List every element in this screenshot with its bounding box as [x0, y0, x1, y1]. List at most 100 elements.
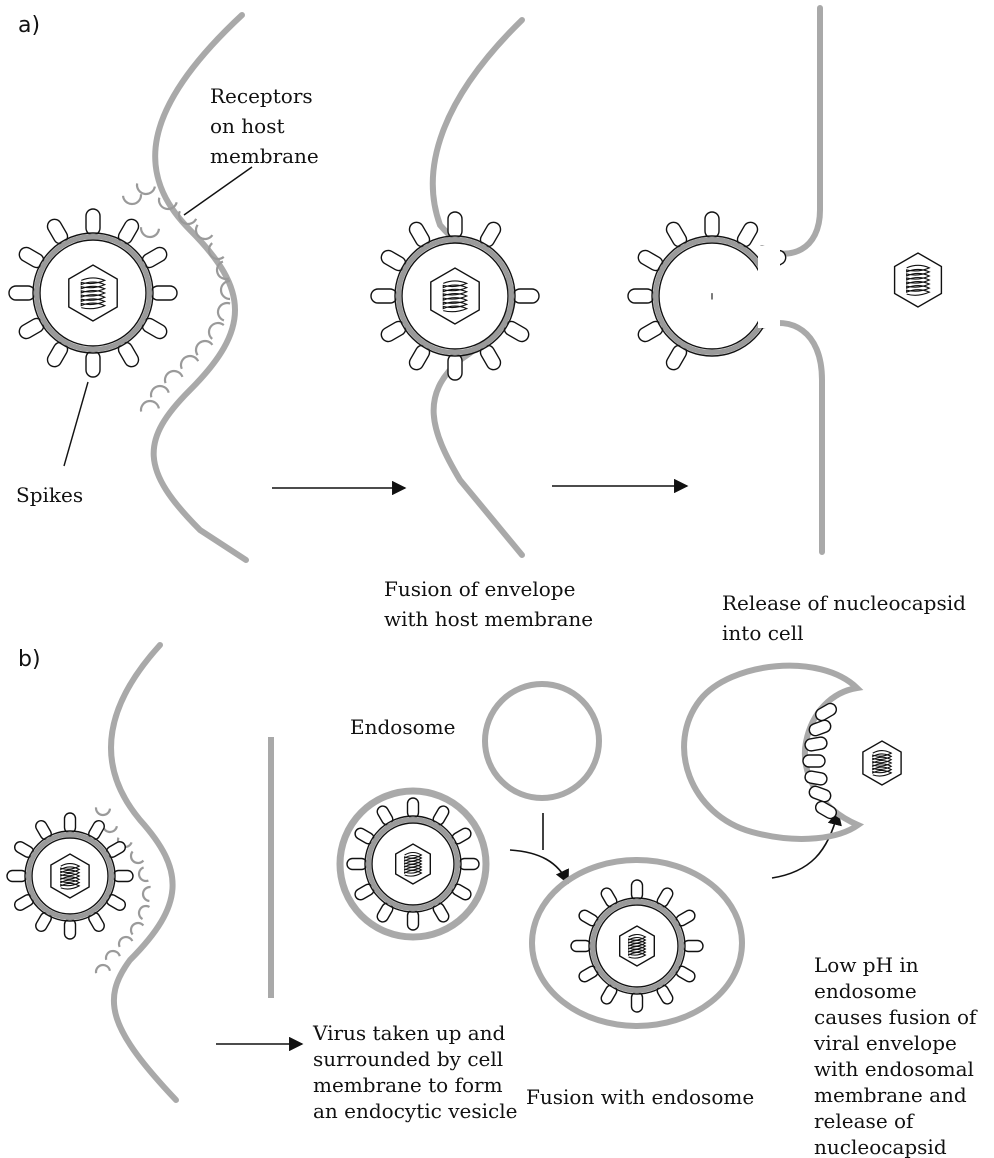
panel-a-label: a) [18, 13, 40, 38]
envelope-spikes [802, 702, 838, 820]
receptor [141, 885, 151, 903]
receptor [135, 183, 156, 196]
receptor [139, 399, 160, 412]
spike [704, 211, 720, 239]
envelope-outer [32, 232, 154, 354]
envelope-outer [588, 897, 686, 995]
nucleic-acid-coil [628, 933, 647, 959]
receptor [207, 242, 225, 261]
nucleic-acid-coil [80, 277, 107, 310]
spike [808, 785, 832, 803]
receptor [157, 197, 178, 211]
receptor [129, 850, 145, 865]
envelope [590, 899, 684, 993]
capsid-shell [68, 264, 118, 322]
spike [808, 719, 832, 737]
endocytic-vesicle [336, 787, 490, 941]
virus-particle-icon [570, 879, 704, 1013]
spike [804, 770, 828, 786]
receptor [163, 369, 184, 384]
receptor [194, 339, 214, 356]
nucleocapsid-icon [862, 740, 902, 786]
spike [85, 208, 101, 236]
spike [370, 288, 398, 304]
fusion-envelope-label: Fusion of envelope with host membrane [384, 577, 593, 631]
receptor [137, 866, 149, 883]
receptor [94, 807, 112, 817]
host-membrane-3-lower [759, 320, 825, 555]
low-ph-label: Low pH in endosome causes fusion of vira… [813, 953, 983, 1158]
receptor [94, 963, 111, 974]
spike [804, 736, 828, 752]
envelope-outer [364, 815, 462, 913]
receptor [129, 921, 145, 936]
envelope-outer [24, 830, 116, 922]
endosome-label: Endosome [350, 715, 455, 739]
endosome-icon [482, 681, 602, 801]
spike [406, 909, 420, 931]
envelope [26, 832, 114, 920]
spike [112, 869, 134, 883]
envelope [366, 817, 460, 911]
receptor [137, 904, 151, 921]
host-membrane-3-upper [759, 5, 823, 257]
spike [346, 857, 368, 871]
panel-b-label: b) [18, 647, 41, 672]
fused-endosome [529, 857, 745, 1029]
spike [458, 857, 480, 871]
receptors-label: Receptors on host membrane [210, 84, 319, 168]
nucleic-acid-coil [906, 264, 931, 296]
receptor [194, 224, 214, 241]
envelope [34, 234, 152, 352]
fusion-endosome-label: Fusion with endosome [526, 1085, 754, 1109]
spike [447, 353, 463, 381]
capsid-shell [893, 252, 943, 308]
spikes-label: Spikes [16, 483, 83, 507]
spike [150, 285, 178, 301]
spike [682, 939, 704, 953]
receptor [121, 194, 143, 206]
receptor [216, 301, 231, 322]
spike [63, 812, 77, 834]
spike [8, 285, 36, 301]
capsid-shell [430, 267, 480, 325]
receptor [117, 935, 134, 948]
spike [627, 288, 655, 304]
spike [814, 702, 838, 722]
receptor [179, 354, 200, 370]
envelope [396, 237, 514, 355]
nucleocapsid-icon [893, 252, 943, 308]
nucleic-acid-coil [442, 280, 469, 313]
nucleic-acid-coil [60, 863, 81, 890]
nucleic-acid-coil [404, 851, 423, 877]
release-label: Release of nucleocapsid into cell [722, 591, 972, 645]
spike [512, 288, 540, 304]
spike [570, 939, 592, 953]
spike [406, 797, 420, 819]
spike [630, 879, 644, 901]
receptors-group-1 [121, 183, 231, 412]
spike [447, 211, 463, 239]
receptor [104, 949, 121, 961]
receptor [215, 260, 230, 281]
virus-particle-icon [346, 797, 480, 931]
host-membrane-1 [150, 12, 249, 563]
spike [63, 918, 77, 940]
virus-particle-icon [6, 812, 134, 940]
arrow-icon [509, 849, 569, 885]
spike [85, 350, 101, 378]
receptors-pointer [183, 166, 253, 216]
spike [814, 800, 838, 820]
spike [802, 754, 826, 768]
virus-particle-icon [370, 211, 540, 381]
opening-mask [758, 246, 780, 328]
virus-taken-label: Virus taken up and surrounded by cell me… [312, 1021, 517, 1123]
spikes-pointer [63, 381, 89, 467]
spike [630, 991, 644, 1013]
receptor [139, 227, 161, 239]
envelope-outer [394, 235, 516, 357]
arrow-icon [771, 810, 842, 879]
virus-particle-icon [8, 208, 178, 378]
receptor [207, 321, 225, 340]
